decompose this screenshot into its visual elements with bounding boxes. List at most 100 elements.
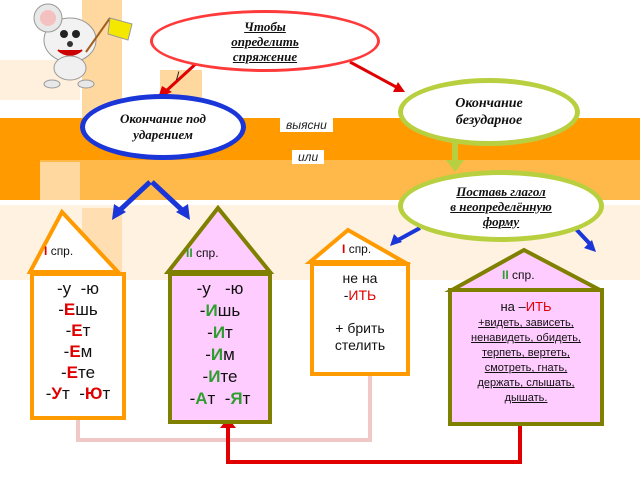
house_2-row: -Ат -Ят xyxy=(172,388,268,410)
house_1-row-part: те xyxy=(77,363,96,382)
house_1-row-part: Е xyxy=(66,363,78,382)
house_1-row: -Ете xyxy=(34,362,122,383)
house_2-row-part: т xyxy=(242,389,251,408)
house_2-row: -у -ю xyxy=(172,278,268,300)
house-2-heading: II спр. xyxy=(186,246,219,260)
house_1-row-part: т xyxy=(82,321,91,340)
house-4-roman: II xyxy=(502,268,509,282)
white-gap xyxy=(0,200,640,208)
arrow-to-house-1 xyxy=(112,180,152,220)
bottom-oval: Поставь глагол в неопределённую форму xyxy=(398,170,604,242)
arrow-to-house-2 xyxy=(150,180,190,220)
top-oval: Чтобы определить спряжение xyxy=(150,10,380,72)
house-3-conj: спр. xyxy=(348,242,372,256)
top-oval-line-1: Чтобы xyxy=(244,18,286,34)
house_1-row-part: м xyxy=(80,342,93,361)
house-1-conj: спр. xyxy=(50,244,74,258)
house_2-row-part: -у -ю xyxy=(196,279,244,298)
house-3-line-4: стелить xyxy=(334,337,386,353)
bottom-oval-line-2: в неопределённую xyxy=(450,198,552,214)
house-4-list-5: дышать. xyxy=(504,392,548,404)
bottom-oval-line-3: форму xyxy=(482,213,520,229)
house-3-line-1: не на xyxy=(342,270,378,286)
house-4-body: на –ИТЬ +видеть, зависеть, ненавидеть, о… xyxy=(448,288,604,426)
or-label: или xyxy=(292,150,325,164)
left-oval-line-1: Окончание под xyxy=(120,111,206,126)
house_1-row: -Ут -Ют xyxy=(34,383,122,404)
house_1-row-part: т xyxy=(102,384,111,403)
house-2-body: -у -ю-Ишь-Ит-Им-Ите-Ат -Ят xyxy=(168,272,272,424)
find-out-label: выясни xyxy=(280,118,333,132)
house_2-row-part: Я xyxy=(230,389,243,408)
left-oval-line-2: ударением xyxy=(133,127,193,142)
house-1-body: -у -ю-Ешь-Ет-Ем-Ете-Ут -Ют xyxy=(30,272,126,420)
house_1-row-part: - xyxy=(45,384,52,403)
house_1-row-part: У xyxy=(51,384,62,403)
house-1-rows: -у -ю-Ешь-Ет-Ем-Ете-Ут -Ют xyxy=(34,278,122,404)
house-3-line-3: + брить xyxy=(335,320,385,336)
house-1-heading: I спр. xyxy=(44,244,73,258)
house-4-conj: спр. xyxy=(512,268,535,282)
house_2-row: -Им xyxy=(172,344,268,366)
house-4-list-2: терпеть, вертеть, xyxy=(482,347,570,359)
house_1-row: -у -ю xyxy=(34,278,122,299)
house-3-heading: I спр. xyxy=(342,242,371,256)
house_1-row: -Ет xyxy=(34,320,122,341)
house-3-roman: I xyxy=(342,242,346,256)
house_1-row: -Ешь xyxy=(34,299,122,320)
house_2-row-part: И xyxy=(210,345,224,364)
house-4-line-1: на –ИТЬ xyxy=(452,298,600,316)
house-4-list-4: держать, слышать, xyxy=(477,377,575,389)
house_1-row-part: Е xyxy=(69,342,81,361)
right-oval-line-1: Окончание xyxy=(455,96,523,111)
house_1-row-part: - xyxy=(60,363,67,382)
house_2-row-part: - xyxy=(202,367,209,386)
house_2-row-part: - xyxy=(205,345,211,364)
house_2-row-part: И xyxy=(208,367,221,386)
house-3-line-2-prefix: - xyxy=(343,287,349,303)
house_1-row-part: Ю xyxy=(84,384,103,403)
top-oval-line-3: спряжение xyxy=(232,48,298,64)
house-3-line-2-ending: ИТЬ xyxy=(348,287,377,303)
house_2-row: -Ит xyxy=(172,322,268,344)
house_1-row: -Ем xyxy=(34,341,122,362)
house-2-roman: II xyxy=(186,246,193,260)
house-3-body: не на -ИТЬ + брить стелить xyxy=(310,262,410,376)
house_1-row-part: -у -ю xyxy=(56,279,100,298)
house_2-row-part: те xyxy=(220,367,238,386)
house-2-rows: -у -ю-Ишь-Ит-Им-Ите-Ат -Ят xyxy=(172,278,268,410)
house_2-row-part: т - xyxy=(207,389,231,408)
house_2-row-part: - xyxy=(199,301,206,320)
house_2-row: -Ите xyxy=(172,366,268,388)
house-2-conj: спр. xyxy=(196,246,219,260)
house-1-roman: I xyxy=(44,244,48,258)
house_2-row-part: А xyxy=(195,389,208,408)
house_1-row-part: - xyxy=(65,321,72,340)
house_1-row-part: т - xyxy=(62,384,85,403)
house_2-row-part: т xyxy=(225,323,233,342)
house-4-heading: II спр. xyxy=(502,268,535,282)
house_2-row: -Ишь xyxy=(172,300,268,322)
connector-light xyxy=(76,375,372,442)
connector-red xyxy=(226,425,522,464)
house-4-list-1: ненавидеть, обидеть, xyxy=(471,332,581,344)
house-4-line-1-ending: ИТЬ xyxy=(525,299,552,314)
house_2-row-part: И xyxy=(205,301,218,320)
house_1-row-part: - xyxy=(63,342,70,361)
house_1-row-part: шь xyxy=(75,300,98,319)
arrow-to-house-3 xyxy=(390,226,421,246)
house_1-row-part: - xyxy=(58,300,64,319)
house_2-row-part: шь xyxy=(217,301,241,320)
house_1-row-part: Е xyxy=(63,300,76,319)
mouse-mascot-icon xyxy=(33,3,133,89)
right-oval: Окончание безударное xyxy=(398,78,580,146)
house-4-list-3: смотреть, гнать, xyxy=(484,362,568,374)
house_2-row-part: - xyxy=(189,389,196,408)
house-4-line-1-prefix: на – xyxy=(500,299,526,314)
house-3-line-2: -ИТЬ xyxy=(314,287,406,304)
house_2-row-part: - xyxy=(207,323,213,342)
arrow-right-top xyxy=(349,60,405,92)
arrow-to-house-4 xyxy=(573,226,596,252)
house_2-row-part: м xyxy=(223,345,235,364)
tick-mark: ` / xyxy=(176,57,180,83)
